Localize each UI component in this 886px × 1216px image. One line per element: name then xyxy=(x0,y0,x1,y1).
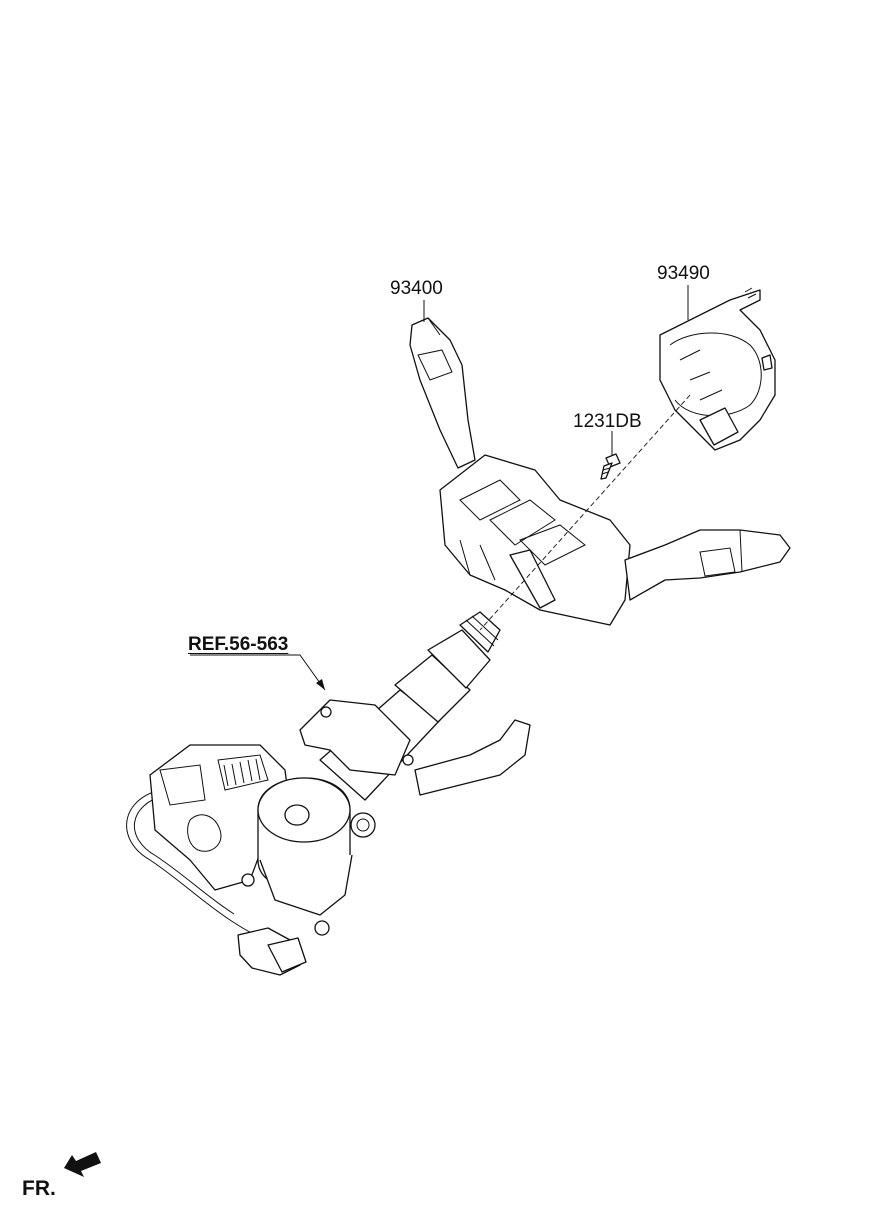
light-stalk-knob xyxy=(699,547,736,577)
light-stalk-ring xyxy=(739,529,743,573)
leader-ref xyxy=(190,654,326,691)
column-mount-bracket xyxy=(299,699,411,776)
harness-connector-plug xyxy=(267,937,307,973)
ecu-fins xyxy=(217,754,269,791)
gearbox-bolt xyxy=(314,920,330,936)
clock-spring-pin xyxy=(761,354,773,371)
steering-column-assembly xyxy=(126,611,531,976)
switch-body-rib xyxy=(489,499,556,546)
multifunction-switch xyxy=(409,317,791,626)
light-stalk xyxy=(624,529,791,601)
clock-spring-ribbon-marks xyxy=(744,287,757,299)
label-93400: 93400 xyxy=(390,278,443,299)
clock-spring-connector xyxy=(699,407,739,446)
switch-body-boss xyxy=(459,479,521,521)
tilt-lever xyxy=(414,719,531,796)
clock-spring xyxy=(659,287,776,451)
label-ref: REF.56-563 xyxy=(188,634,289,655)
column-bushing xyxy=(350,812,376,838)
column-bushing-inner xyxy=(356,818,370,832)
wiper-stalk xyxy=(409,317,476,469)
switch-body-rib-2 xyxy=(519,524,586,566)
clock-spring-ribs xyxy=(679,349,723,401)
column-upper-tube xyxy=(394,654,471,723)
motor-end-boss xyxy=(284,804,310,826)
shaft-splines xyxy=(465,615,499,647)
clock-spring-housing xyxy=(659,289,776,451)
leader-ref-arrowhead xyxy=(316,679,325,690)
motor-gearbox xyxy=(259,854,353,916)
wiper-stalk-edge xyxy=(427,317,441,336)
ecu-boss xyxy=(187,814,222,852)
harness-wire-2 xyxy=(133,794,235,915)
front-direction-arrow-icon xyxy=(64,1152,101,1177)
screw xyxy=(600,453,621,480)
bracket-hole-2 xyxy=(402,754,414,766)
gearbox-bolt-2 xyxy=(241,873,255,887)
bracket-hole xyxy=(320,706,332,718)
switch-body-lines xyxy=(459,539,496,581)
ecu-fin-lines xyxy=(223,758,261,787)
switch-body-tab xyxy=(509,549,556,609)
wiper-stalk-knob xyxy=(417,349,453,381)
harness-wire xyxy=(126,789,263,939)
column-jacket-top xyxy=(427,629,491,689)
label-1231DB: 1231DB xyxy=(573,411,642,432)
screw-thread xyxy=(601,467,611,475)
ecu-connector xyxy=(159,764,206,806)
assembly-centerline xyxy=(479,394,691,631)
label-front: FR. xyxy=(22,1177,56,1200)
label-93490: 93490 xyxy=(657,263,710,284)
screw-shank xyxy=(600,462,613,480)
